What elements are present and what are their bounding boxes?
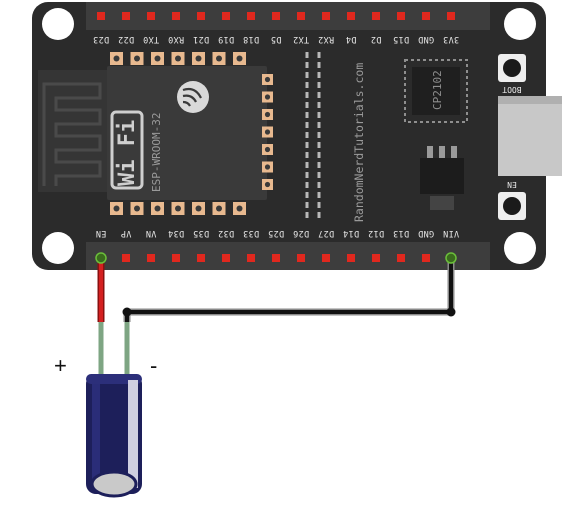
usb-chip — [404, 59, 468, 123]
bottom-pin-label: D33 — [243, 228, 259, 238]
boot-label: BOOT — [502, 85, 521, 94]
bottom-pin-label: D35 — [193, 228, 209, 238]
top-pin-label: TX0 — [143, 34, 159, 44]
top-pin-rx2 — [322, 12, 330, 20]
module-label: ESP-WROOM-32 — [150, 113, 163, 192]
top-pin-label: D2 — [371, 34, 382, 44]
top-pin-d21 — [197, 12, 205, 20]
top-pin-label: D18 — [243, 34, 259, 44]
electrolytic-capacitor — [86, 374, 142, 498]
top-pin-3v3 — [447, 12, 455, 20]
voltage-regulator — [420, 146, 464, 210]
bottom-pin-label: D26 — [293, 228, 309, 238]
bottom-pin-d14 — [347, 254, 355, 262]
wifi-logo: Wi Fi — [110, 110, 144, 190]
antenna-trace — [42, 82, 102, 186]
minus-label: - — [150, 353, 157, 378]
bottom-pin-d35 — [197, 254, 205, 262]
top-pin-d2 — [372, 12, 380, 20]
bottom-pin-label: D34 — [168, 228, 184, 238]
top-pin-d15 — [397, 12, 405, 20]
bottom-pin-d32 — [222, 254, 230, 262]
bottom-pin-label: D25 — [268, 228, 284, 238]
bottom-pin-label: VP — [121, 228, 132, 238]
top-pin-d4 — [347, 12, 355, 20]
espressif-logo-icon — [177, 81, 209, 113]
top-pin-label: D23 — [93, 34, 109, 44]
top-pin-gnd — [422, 12, 430, 20]
bottom-pin-label: D12 — [368, 228, 384, 238]
top-pin-tx2 — [297, 12, 305, 20]
boot-button[interactable] — [498, 54, 526, 82]
chip-label: CP2102 — [431, 70, 444, 110]
en-button-label: EN — [507, 180, 517, 189]
bottom-pin-gnd — [422, 254, 430, 262]
mounting-hole — [42, 232, 74, 264]
watermark: RandomNerdTutorials.com — [352, 63, 366, 222]
bottom-pin-d33 — [247, 254, 255, 262]
bottom-pin-label: EN — [96, 228, 107, 238]
top-pin-rx0 — [172, 12, 180, 20]
usb-connector — [498, 96, 562, 176]
bottom-pin-label: D32 — [218, 228, 234, 238]
top-pin-label: RX0 — [168, 34, 184, 44]
top-pin-label: D22 — [118, 34, 134, 44]
top-pin-label: GND — [418, 34, 434, 44]
top-pin-d22 — [122, 12, 130, 20]
top-pin-label: TX2 — [293, 34, 309, 44]
top-pin-label: D5 — [271, 34, 282, 44]
bottom-pin-d34 — [172, 254, 180, 262]
bottom-pin-label: GND — [418, 228, 434, 238]
bottom-pin-label: D14 — [343, 228, 359, 238]
gnd-wire-end — [445, 252, 457, 264]
top-pin-d18 — [247, 12, 255, 20]
svg-text:Wi Fi: Wi Fi — [115, 120, 140, 186]
top-pin-d5 — [272, 12, 280, 20]
bottom-pin-d26 — [297, 254, 305, 262]
antenna-area — [38, 70, 108, 192]
bottom-pin-d25 — [272, 254, 280, 262]
top-pin-label: 3V3 — [443, 34, 459, 44]
bottom-pin-d13 — [397, 254, 405, 262]
en-button[interactable] — [498, 192, 526, 220]
silkscreen-bars — [305, 52, 321, 220]
mounting-hole — [504, 8, 536, 40]
bottom-pin-d27 — [322, 254, 330, 262]
top-pin-label: D15 — [393, 34, 409, 44]
mounting-hole — [42, 8, 74, 40]
bottom-pin-label: VIN — [443, 228, 459, 238]
en-wire-end — [95, 252, 107, 264]
bottom-pin-label: D27 — [318, 228, 334, 238]
top-pin-d19 — [222, 12, 230, 20]
bottom-pin-d12 — [372, 254, 380, 262]
bottom-pin-vp — [122, 254, 130, 262]
top-pin-d23 — [97, 12, 105, 20]
plus-label: + — [54, 353, 67, 378]
mounting-hole — [504, 232, 536, 264]
bottom-pin-label: VN — [146, 228, 157, 238]
top-pin-label: D4 — [346, 34, 357, 44]
top-pin-label: RX2 — [318, 34, 334, 44]
esp-module-shield — [107, 66, 267, 200]
bottom-pin-vn — [147, 254, 155, 262]
bottom-pin-label: D13 — [393, 228, 409, 238]
top-pin-tx0 — [147, 12, 155, 20]
top-pin-label: D21 — [193, 34, 209, 44]
top-pin-label: D19 — [218, 34, 234, 44]
